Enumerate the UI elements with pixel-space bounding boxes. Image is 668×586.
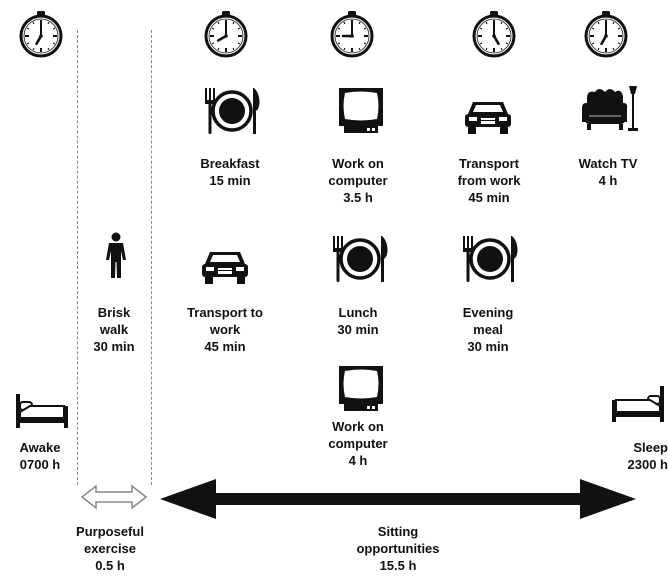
divider-left (77, 30, 78, 485)
clock-icon-awake (17, 8, 65, 60)
clock-icon-transport-home (470, 8, 518, 60)
bed-icon-sleep (610, 382, 666, 426)
computer-monitor-icon (336, 362, 386, 414)
plate-cutlery-icon (199, 84, 263, 138)
car-icon-to-work (200, 246, 250, 286)
divider-right (151, 30, 152, 485)
car-icon-from-work (463, 96, 513, 136)
double-arrow-solid-icon (160, 479, 636, 519)
bed-icon-awake (14, 390, 70, 430)
double-arrow-hollow-icon (80, 483, 148, 511)
clock-icon-evening (582, 8, 630, 60)
person-standing-icon (103, 232, 129, 280)
armchair-icon (579, 84, 641, 138)
clock-icon-breakfast (202, 8, 250, 60)
plate-cutlery-icon (327, 232, 391, 286)
plate-cutlery-icon (457, 232, 521, 286)
computer-monitor-icon (336, 84, 386, 136)
clock-icon-work (328, 8, 376, 60)
